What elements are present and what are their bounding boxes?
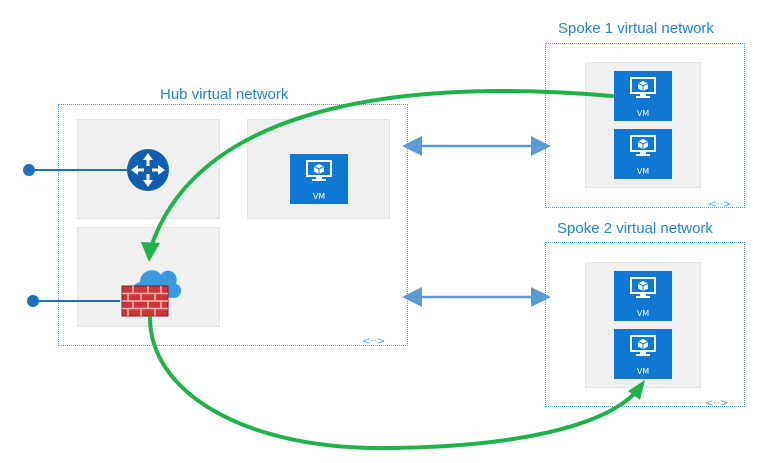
hub-vm-label: VM <box>312 192 326 201</box>
spoke2-vm-2-label: VM <box>636 367 650 376</box>
firewall-panel <box>77 227 220 327</box>
hub-vm[interactable]: VM <box>290 154 348 204</box>
virtual-machine-icon <box>630 77 656 98</box>
spoke2-vm-2[interactable]: VM <box>614 329 672 379</box>
spoke1-vm-2-label: VM <box>636 167 650 176</box>
spoke1-vm-1-label: VM <box>636 109 650 118</box>
connection-dot-icon <box>27 295 39 307</box>
virtual-machine-icon <box>630 335 656 356</box>
spoke2-peering-icon: <··> <box>705 398 729 409</box>
spoke1-peering-icon: <··> <box>708 199 732 210</box>
virtual-machine-icon <box>630 277 656 298</box>
virtual-machine-icon <box>630 135 656 156</box>
spoke1-vm-1[interactable]: VM <box>614 71 672 121</box>
spoke2-vm-1-label: VM <box>636 309 650 318</box>
router-panel <box>77 119 220 219</box>
spoke1-vm-2[interactable]: VM <box>614 129 672 179</box>
spoke2-vm-1[interactable]: VM <box>614 271 672 321</box>
spoke2-vnet-title: Spoke 2 virtual network <box>557 220 713 237</box>
hub-vnet-title: Hub virtual network <box>160 86 289 103</box>
connection-dot-icon <box>23 164 35 176</box>
virtual-machine-icon <box>306 160 332 181</box>
spoke1-vnet-title: Spoke 1 virtual network <box>558 20 714 37</box>
hub-peering-icon: <··> <box>362 336 386 347</box>
